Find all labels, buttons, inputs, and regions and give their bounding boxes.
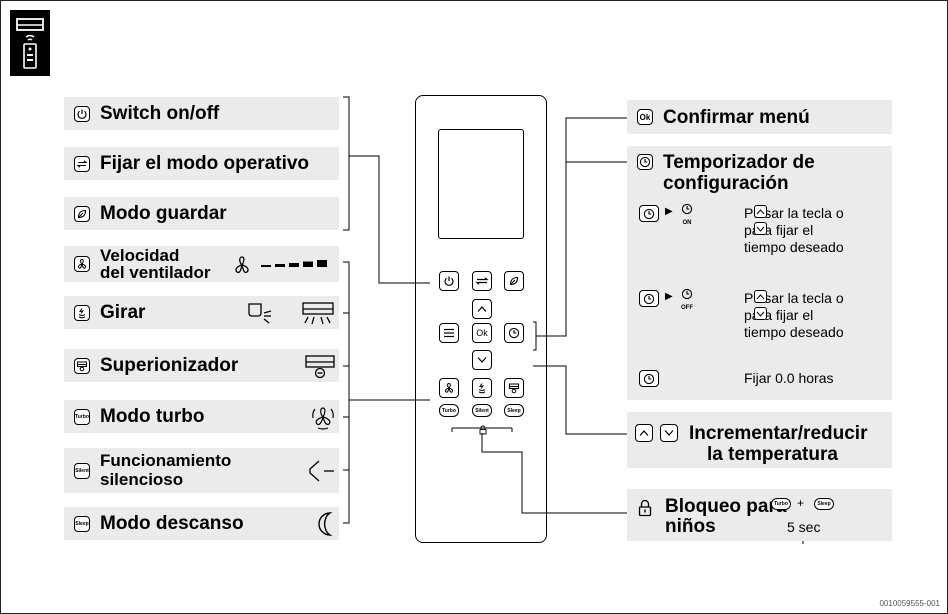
- temp-label-line-1: Incrementar/reducir: [689, 423, 868, 444]
- document-id: 0010059555-001: [879, 599, 940, 608]
- silent-label-line-2: silencioso: [100, 470, 184, 489]
- save-label: Modo guardar: [100, 203, 227, 224]
- fan-label-line-2: del ventilador: [100, 263, 211, 282]
- up-key-icon: [754, 205, 767, 218]
- label-switch-on-off: Switch on/off: [64, 97, 339, 130]
- timer-on-key-icon: [639, 205, 659, 222]
- remote-fan-button[interactable]: [439, 378, 459, 398]
- remote-silent-button[interactable]: Silent: [472, 404, 492, 417]
- turbo-fan-icon: [312, 407, 334, 430]
- timer-key-icon: [637, 154, 653, 170]
- remote-timer-button[interactable]: [504, 323, 524, 343]
- fan-speed-levels-icon: [235, 256, 327, 274]
- leaf-key-icon: [74, 205, 90, 222]
- label-save-mode: Modo guardar: [64, 197, 339, 230]
- up-key-icon: [635, 424, 653, 442]
- lock-duration: 5 sec: [787, 519, 821, 535]
- swing-key-icon: [74, 304, 90, 321]
- down-key-icon: [754, 307, 767, 320]
- sleep-label: Modo descanso: [100, 513, 244, 534]
- timer-off-key-icon: [639, 290, 659, 307]
- remote-down-button[interactable]: [472, 350, 492, 370]
- remote-mode-button[interactable]: [472, 271, 492, 291]
- remote-menu-button[interactable]: [439, 323, 459, 343]
- ionizer-label: Superionizador: [100, 355, 239, 376]
- timer-on-instructions: Pulsar la tecla o para fijar el tiempo d…: [744, 205, 894, 256]
- label-confirm-menu: Ok Confirmar menú: [627, 100, 892, 134]
- label-fan-speed: Velocidad del ventilador: [64, 246, 339, 282]
- timer-on-text-1b: o: [835, 205, 844, 221]
- silent-label-line-1: Funcionamiento: [100, 451, 232, 470]
- lock-sleep-key-icon: Sleep: [814, 498, 834, 510]
- remote-ionizer-button[interactable]: [504, 378, 524, 398]
- lock-label-line-2: niños: [665, 516, 716, 537]
- clock-icon: [681, 203, 693, 215]
- remote-swing-button[interactable]: [472, 378, 492, 398]
- remote-power-button[interactable]: [439, 271, 459, 291]
- timer-off-instructions: Pulsar la tecla o para fijar el tiempo d…: [744, 290, 894, 341]
- swing-louver-icon: [248, 302, 334, 325]
- remote-sleep-button[interactable]: Sleep: [504, 404, 524, 417]
- label-silent-operation: Silent Funcionamiento silencioso: [64, 448, 339, 493]
- fan-label-line-1: Velocidad: [100, 246, 180, 265]
- up-key-icon: [754, 290, 767, 303]
- remote-lock-icon: [479, 425, 487, 435]
- off-tag: OFF: [681, 305, 693, 311]
- timer-on-text-3: tiempo deseado: [744, 239, 844, 255]
- lock-turbo-key-icon: Turbo: [771, 498, 791, 510]
- timer-off-text-1b: o: [835, 290, 844, 306]
- label-swing: Girar: [64, 296, 339, 329]
- sleep-key-icon: Sleep: [74, 515, 90, 532]
- confirm-label: Confirmar menú: [663, 106, 810, 128]
- ok-key-icon: Ok: [637, 109, 653, 125]
- label-child-lock: Bloqueo para niños Turbo + Sleep 5 sec: [627, 489, 892, 541]
- label-timer: Temporizador de configuración ▶ ON Pulsa…: [627, 146, 892, 400]
- timer-label-line-2: configuración: [663, 173, 789, 194]
- ionizer-key-icon: [74, 357, 90, 374]
- label-turbo-mode: Turbo Modo turbo: [64, 400, 339, 433]
- arrow-right-icon: ▶: [665, 206, 673, 217]
- fan-key-icon: [74, 256, 90, 272]
- down-key-icon: [660, 424, 678, 442]
- switch-label: Switch on/off: [100, 103, 220, 124]
- turbo-key-icon: Turbo: [74, 408, 90, 425]
- clock-icon: [681, 288, 693, 300]
- remote-up-button[interactable]: [472, 299, 492, 319]
- timer-clear-key-icon: [639, 370, 659, 387]
- timer-off-indicator: OFF: [677, 287, 697, 311]
- remote-display: [438, 129, 524, 239]
- timer-off-text-3: tiempo deseado: [744, 324, 844, 340]
- silent-key-icon: Silent: [74, 462, 90, 479]
- mode-label: Fijar el modo operativo: [100, 153, 310, 174]
- down-key-icon: [754, 222, 767, 235]
- lock-icon: [638, 499, 652, 517]
- swing-label: Girar: [100, 302, 146, 323]
- remote-turbo-button[interactable]: Turbo: [439, 404, 459, 417]
- label-temperature: Incrementar/reducir la temperatura: [627, 412, 892, 468]
- ionizer-unit-icon: [305, 355, 335, 379]
- power-key-icon: [74, 105, 90, 122]
- remote-save-button[interactable]: [504, 271, 524, 291]
- remote-control-symbol-icon: [10, 10, 50, 76]
- timer-on-indicator: ON: [677, 202, 697, 226]
- arrow-right-icon: ▶: [665, 291, 673, 302]
- quiet-speaker-icon: [309, 460, 334, 482]
- moon-icon: [318, 512, 333, 536]
- label-operating-mode: Fijar el modo operativo: [64, 147, 339, 180]
- label-super-ionizer: Superionizador: [64, 349, 339, 382]
- timer-label-line-1: Temporizador de: [663, 152, 815, 173]
- lock-plus: +: [797, 496, 805, 510]
- lock-label-line-1: Bloqueo para: [665, 496, 787, 517]
- remote-control: Ok Turbo Silent Sleep: [415, 95, 547, 543]
- on-tag: ON: [682, 220, 692, 226]
- temp-label-line-2: la temperatura: [707, 444, 838, 465]
- label-sleep-mode: Sleep Modo descanso: [64, 507, 339, 540]
- mode-key-icon: [74, 155, 90, 172]
- timer-clear-text: Fijar 0.0 horas: [744, 370, 834, 386]
- turbo-label: Modo turbo: [100, 406, 205, 427]
- remote-ok-button[interactable]: Ok: [472, 323, 492, 343]
